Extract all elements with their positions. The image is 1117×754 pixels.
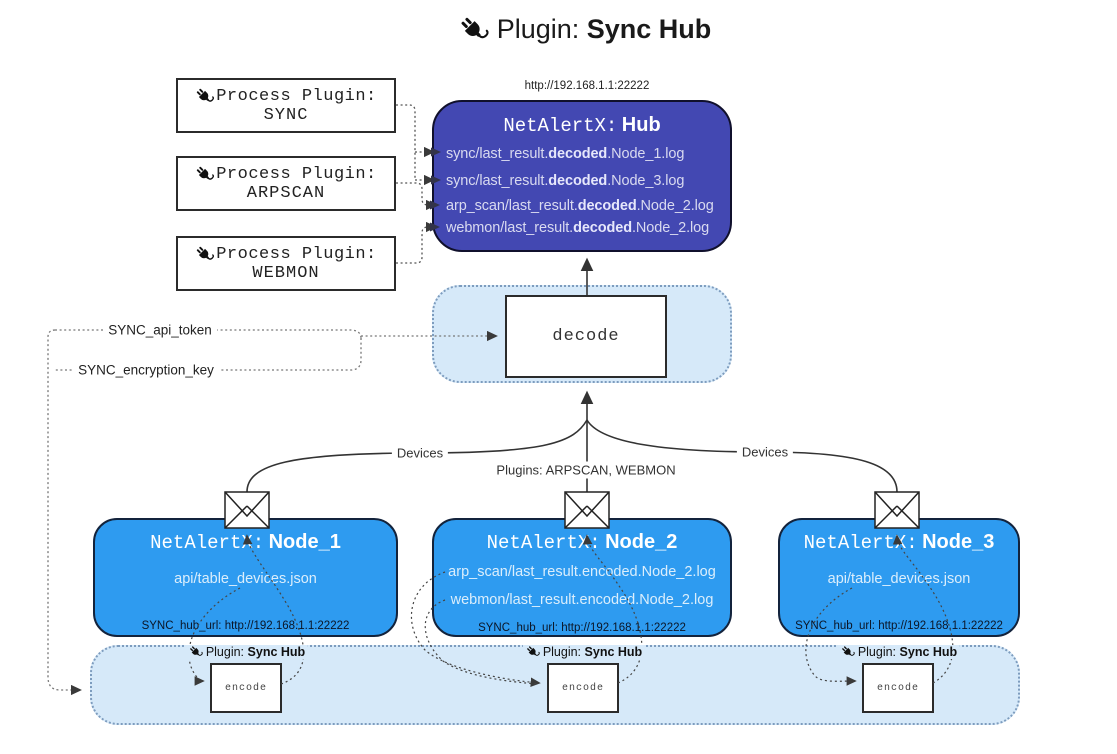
sync-api-token-label: SYNC_api_token [103, 321, 217, 339]
process-plugin-webmon-name: WEBMON [252, 263, 320, 283]
devices-right-label: Devices [736, 443, 794, 461]
connector-arpscan-to-hub [396, 182, 437, 211]
encoder-1-label-text: Plugin: Sync Hub [205, 645, 306, 659]
sync-encryption-key-label: SYNC_encryption_key [73, 361, 219, 379]
node-1-title: NetAlertX: Node_1 [150, 531, 341, 554]
process-plugin-arpscan-box: Process Plugin: ARPSCAN [176, 156, 396, 211]
node-3-box: NetAlertX: Node_3 api/table_devices.json… [778, 518, 1020, 637]
process-plugin-sync-label: Process Plugin: [195, 87, 377, 106]
encoder-1-label: Plugin: Sync Hub [185, 645, 309, 659]
process-plugin-webmon-box: Process Plugin: WEBMON [176, 236, 396, 291]
hub-box: NetAlertX: Hub sync/last_result.decoded.… [432, 100, 732, 252]
plug-icon [842, 646, 855, 656]
encoder-2-label: Plugin: Sync Hub [522, 645, 646, 659]
connector-sync-to-hub [396, 104, 435, 186]
decode-box: decode [505, 295, 667, 378]
node-2-file-2: webmon/last_result.encoded.Node_2.log [450, 592, 714, 608]
plug-icon [190, 646, 203, 656]
node-3-title: NetAlertX: Node_3 [803, 531, 995, 554]
node-1-file: api/table_devices.json [174, 571, 317, 587]
hub-title: NetAlertX: Hub [503, 114, 661, 137]
hub-log-4: webmon/last_result.decoded.Node_2.log [446, 220, 710, 236]
encoder-2-label-text: Plugin: Sync Hub [542, 645, 643, 659]
plugins-mid-label: Plugins: ARPSCAN, WEBMON [491, 461, 681, 479]
plug-icon [197, 166, 215, 180]
hub-url-label: http://192.168.1.1:22222 [524, 80, 650, 92]
plug-icon [527, 646, 540, 656]
node-1-hub-url: SYNC_hub_url: http://192.168.1.1:22222 [141, 620, 350, 632]
encoder-3-label-text: Plugin: Sync Hub [857, 645, 958, 659]
plug-icon [197, 88, 215, 102]
connector-webmon-to-hub [396, 221, 437, 264]
encode-box-2: encode [547, 663, 619, 713]
page-title: Plugin: Sync Hub [459, 14, 712, 45]
node-2-hub-url: SYNC_hub_url: http://192.168.1.1:22222 [478, 622, 686, 634]
hub-log-2: sync/last_result.decoded.Node_3.log [446, 173, 685, 189]
page-title-text: Plugin: Sync Hub [496, 14, 712, 44]
node-3-hub-url: SYNC_hub_url: http://192.168.1.1:22222 [795, 620, 1003, 632]
hub-log-1: sync/last_result.decoded.Node_1.log [446, 146, 685, 162]
devices-left-label: Devices [391, 444, 449, 462]
plug-icon [461, 17, 489, 38]
node-1-box: NetAlertX: Node_1 api/table_devices.json… [93, 518, 398, 637]
node-2-box: NetAlertX: Node_2 arp_scan/last_result.e… [432, 518, 732, 637]
node-2-title: NetAlertX: Node_2 [486, 531, 678, 554]
encode-box-3: encode [862, 663, 934, 713]
node-2-file-1: arp_scan/last_result.encoded.Node_2.log [448, 564, 716, 580]
encoder-3-label: Plugin: Sync Hub [837, 645, 961, 659]
process-plugin-webmon-label: Process Plugin: [195, 245, 377, 264]
node-3-file: api/table_devices.json [827, 571, 971, 587]
process-plugin-arpscan-label: Process Plugin: [195, 165, 377, 184]
hub-log-3: arp_scan/last_result.decoded.Node_2.log [446, 198, 714, 214]
plug-icon [197, 246, 215, 260]
process-plugin-sync-box: Process Plugin: SYNC [176, 78, 396, 133]
process-plugin-sync-name: SYNC [263, 105, 309, 125]
process-plugin-arpscan-name: ARPSCAN [246, 183, 326, 203]
encode-box-1: encode [210, 663, 282, 713]
